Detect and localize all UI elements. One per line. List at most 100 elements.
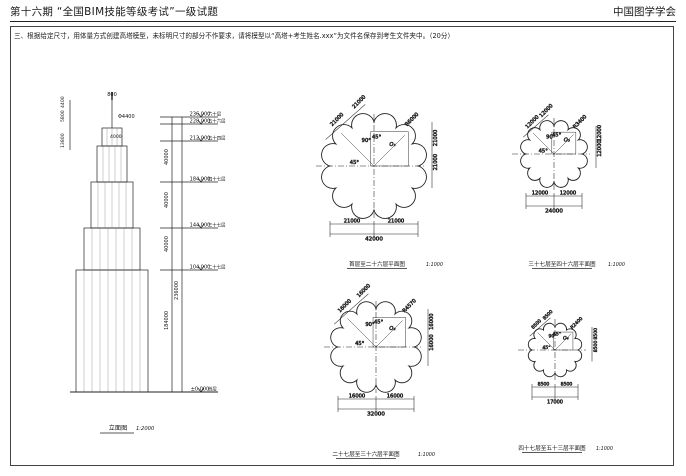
plan-title: 首层至二十六层平面图: [349, 260, 405, 268]
angle-45: 45°: [539, 149, 549, 155]
level-marker: [197, 136, 205, 142]
elevation-labels: 800Φ440040004400580013800236.000六十层228.0…: [60, 92, 226, 434]
angle-90: 90°: [362, 138, 372, 144]
level-marker: [197, 112, 205, 118]
level-name: 二十七层: [208, 264, 226, 271]
dim-right2: 21000: [433, 154, 439, 171]
level-value: ±0.000: [191, 387, 210, 393]
dim-top2: 21000: [351, 94, 367, 110]
dim-right1: 8500: [593, 328, 599, 340]
dim-right1: 12000: [597, 125, 603, 142]
level-name: 首层: [208, 386, 217, 393]
vdim-236000: 236000: [174, 281, 180, 300]
facade-lines: [83, 128, 141, 392]
plan-scale: 1:1000: [426, 262, 443, 268]
exam-title: 第十六期 “全国BIM技能等级考试”一级试题: [10, 6, 219, 18]
top-dim-800: 800: [107, 92, 117, 98]
angle-45: 45°: [350, 160, 360, 166]
center-label: O₂: [389, 326, 395, 332]
dim-radius: R6000: [404, 112, 420, 128]
angle-90: 90°: [549, 333, 557, 339]
dim-b2: 16000: [387, 394, 404, 400]
level-marker: [197, 387, 205, 393]
level-name: 四十七层: [208, 176, 226, 183]
dim-right2: 8500: [593, 341, 599, 353]
angle-90: 90°: [365, 322, 375, 328]
level-name: 五十四层: [208, 135, 226, 142]
angle-45-top: 45°: [552, 133, 562, 139]
guide-radius: [375, 320, 403, 348]
vdim-40000-c: 40000: [164, 149, 170, 165]
dim-radius: R3400: [572, 114, 588, 130]
dim-right1: 21000: [433, 130, 439, 147]
angle-90: 90°: [546, 135, 556, 141]
plan-title: 三十七层至四十六层平面图: [528, 260, 596, 268]
construction-square: [552, 331, 574, 351]
dim-total: 17000: [547, 400, 563, 406]
tier-4: [96, 145, 128, 183]
plan-scale: 1:1000: [608, 262, 625, 268]
construction-square: [551, 131, 577, 155]
elevation-title: 立面图: [109, 424, 128, 432]
dim-right1: 16000: [429, 313, 435, 330]
level-value: 104.000: [190, 265, 211, 271]
dim-top2: 16000: [356, 283, 372, 299]
level-name: 三十七层: [208, 222, 226, 229]
angle-45: 45°: [542, 345, 550, 351]
top-dim-4000: 4000: [110, 134, 122, 140]
dim-b1: 21000: [344, 219, 361, 225]
angle-45: 45°: [355, 341, 365, 347]
dim-b2: 12000: [560, 191, 577, 197]
organization-name: 中国图学学会: [613, 6, 676, 18]
dim-radius: R4570: [402, 298, 418, 314]
drawing-frame: [10, 26, 674, 466]
guide-45: [532, 132, 555, 155]
vdim-40000-a: 40000: [164, 236, 170, 252]
angle-45-top: 45°: [372, 135, 382, 141]
level-value: 144.000: [190, 223, 211, 229]
angle-45-top: 45°: [553, 332, 561, 338]
level-value: 236.000: [190, 112, 211, 118]
guide-radius: [373, 135, 405, 167]
guide-45: [340, 132, 375, 167]
guide-45: [537, 332, 556, 351]
header-rule: [10, 21, 676, 22]
center-label: O₃: [564, 137, 570, 143]
level-ticks: [160, 112, 218, 393]
dim-top1: 21000: [329, 112, 345, 128]
elevation-view: [69, 92, 218, 393]
level-marker: [197, 119, 205, 125]
level-value: 228.000: [190, 119, 211, 125]
center-label: O₁: [389, 142, 395, 148]
plan-title: 四十七层至五十三层平面图: [518, 444, 586, 452]
dim-radius: R2400: [569, 316, 584, 331]
guide-45: [347, 318, 377, 348]
top-dim-dia: Φ4400: [118, 114, 135, 120]
plan-scale: 1:1000: [596, 446, 613, 452]
diag-dim: [529, 317, 551, 337]
level-marker: [197, 265, 205, 271]
level-marker: [197, 223, 205, 229]
dim-b2: 21000: [388, 219, 405, 225]
dim-total: 32000: [367, 412, 385, 418]
diag-dim: [325, 104, 366, 140]
plan-scale: 1:1000: [418, 452, 435, 458]
level-marker: [197, 177, 205, 183]
diag-dim: [523, 114, 549, 138]
tier-2: [83, 227, 141, 271]
plan-title: 二十七层至三十六层平面图: [332, 450, 400, 458]
elevation-scale: 1:2000: [136, 426, 155, 432]
page-header: 第十六期 “全国BIM技能等级考试”一级试题 中国图学学会: [10, 4, 676, 20]
guide-radius: [554, 333, 572, 351]
tier-1: [75, 269, 149, 393]
dim-b1: 8500: [538, 382, 550, 388]
dim-total: 24000: [545, 209, 563, 215]
question-text: 三、根据给定尺寸，用体量方式创建高塔模型，未标明尺寸的部分不作要求，请将模型以“…: [14, 32, 455, 40]
dim-b1: 16000: [349, 394, 366, 400]
left-dim-5800: 5800: [60, 110, 66, 122]
level-name: 六十层: [208, 111, 222, 118]
